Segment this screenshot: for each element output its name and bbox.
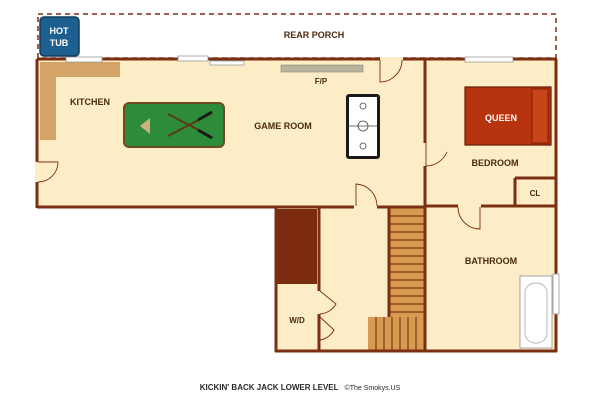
kitchen-counter (40, 62, 120, 140)
fireplace-icon (280, 64, 364, 73)
bathroom-label: BATHROOM (465, 256, 517, 266)
caption-title: KICKIN' BACK JACK LOWER LEVEL (199, 383, 339, 392)
floor-plan: HOT TUB REAR PORCH KITCHEN F/P GAME ROOM… (35, 13, 560, 353)
storage-closet (277, 209, 317, 284)
pool-table-icon (123, 102, 225, 148)
bedroom-label: BEDROOM (472, 158, 519, 168)
fireplace-label: F/P (315, 77, 328, 86)
window-icon (65, 55, 560, 315)
floor-plan-caption: KICKIN' BACK JACK LOWER LEVEL ©The Smokys… (0, 383, 600, 392)
hot-tub-label-line-2: TUB (50, 38, 69, 48)
queen-label: QUEEN (485, 113, 517, 123)
air-hockey-table-icon (346, 94, 380, 159)
staircase-icon (368, 208, 425, 350)
hot-tub-icon (39, 16, 80, 57)
kitchen-label: KITCHEN (70, 97, 110, 107)
caption-credit: ©The Smokys.US (344, 385, 401, 392)
bed-icon (464, 86, 552, 146)
rear-porch-label: REAR PORCH (284, 30, 345, 40)
door-swing-icon (37, 59, 481, 341)
game-room-label: GAME ROOM (254, 121, 312, 131)
bathtub-icon (519, 275, 553, 349)
washer-dryer-label: W/D (289, 316, 305, 325)
closet-label: CL (530, 189, 541, 198)
door-gaps (35, 57, 481, 314)
hot-tub-label-line-1: HOT (50, 26, 70, 36)
